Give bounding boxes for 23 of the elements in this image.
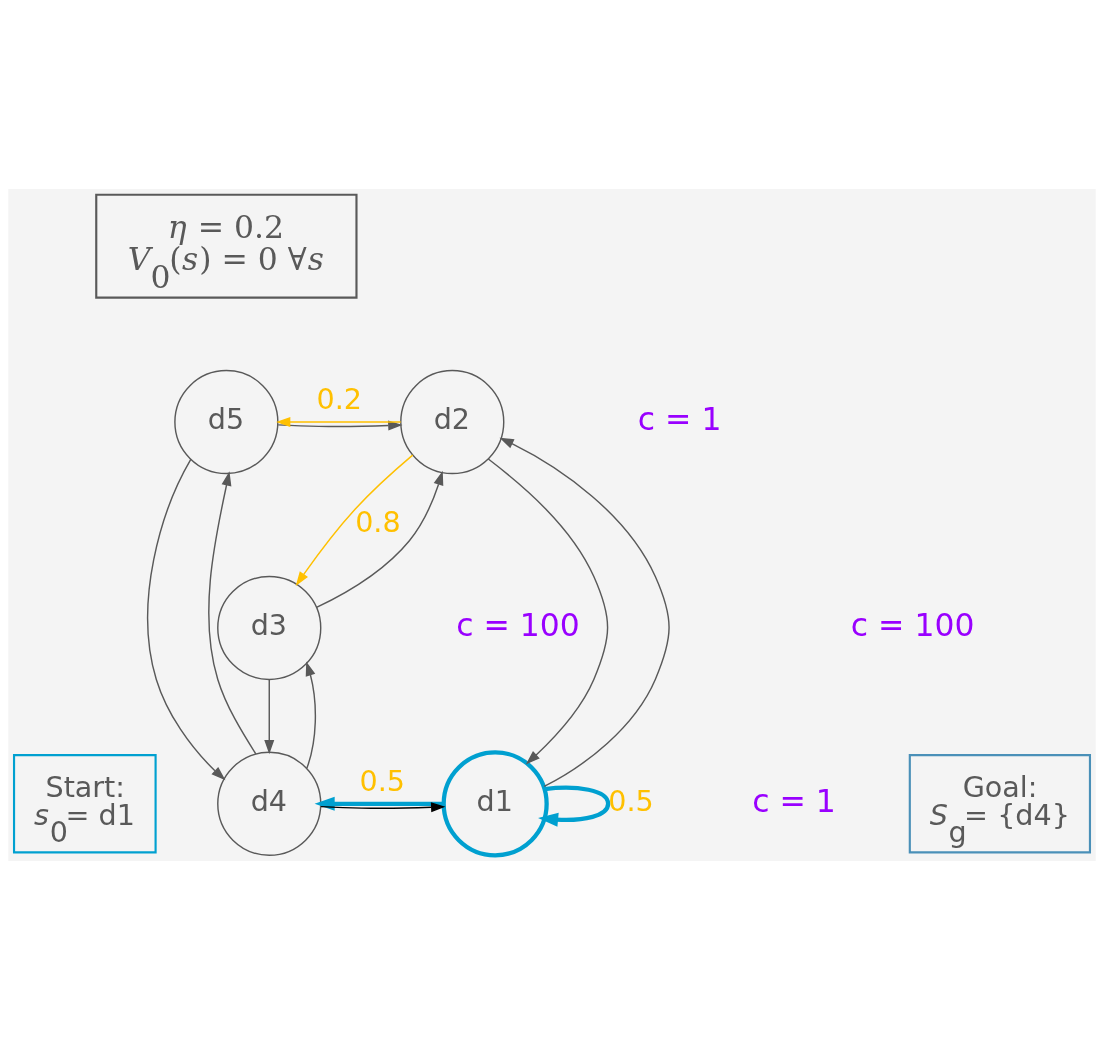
node-circle: d3: [217, 575, 322, 681]
arrow: [315, 470, 444, 609]
arrow: [538, 785, 611, 827]
edge-label: 0.2: [316, 382, 363, 417]
label: c = 100: [456, 606, 580, 643]
arrow: [295, 454, 414, 586]
arrow: [487, 458, 609, 765]
edge-label: 0.5: [359, 763, 405, 798]
node-circle: d5: [174, 369, 279, 475]
edge-label: 0.5: [608, 783, 654, 818]
label: c = 100: [850, 606, 975, 643]
arrow: [146, 458, 226, 781]
label: c = 1: [752, 782, 836, 819]
arrow: [320, 802, 446, 813]
arrow: [208, 471, 257, 755]
arrow: [264, 679, 275, 755]
label: c = 1: [637, 401, 722, 438]
arrow: [305, 661, 317, 769]
node-circle: d2: [400, 369, 505, 475]
arrow: [314, 796, 444, 811]
arrow: [499, 437, 670, 788]
node-circle: d4: [217, 751, 322, 856]
edge-label: 0.8: [355, 505, 401, 540]
